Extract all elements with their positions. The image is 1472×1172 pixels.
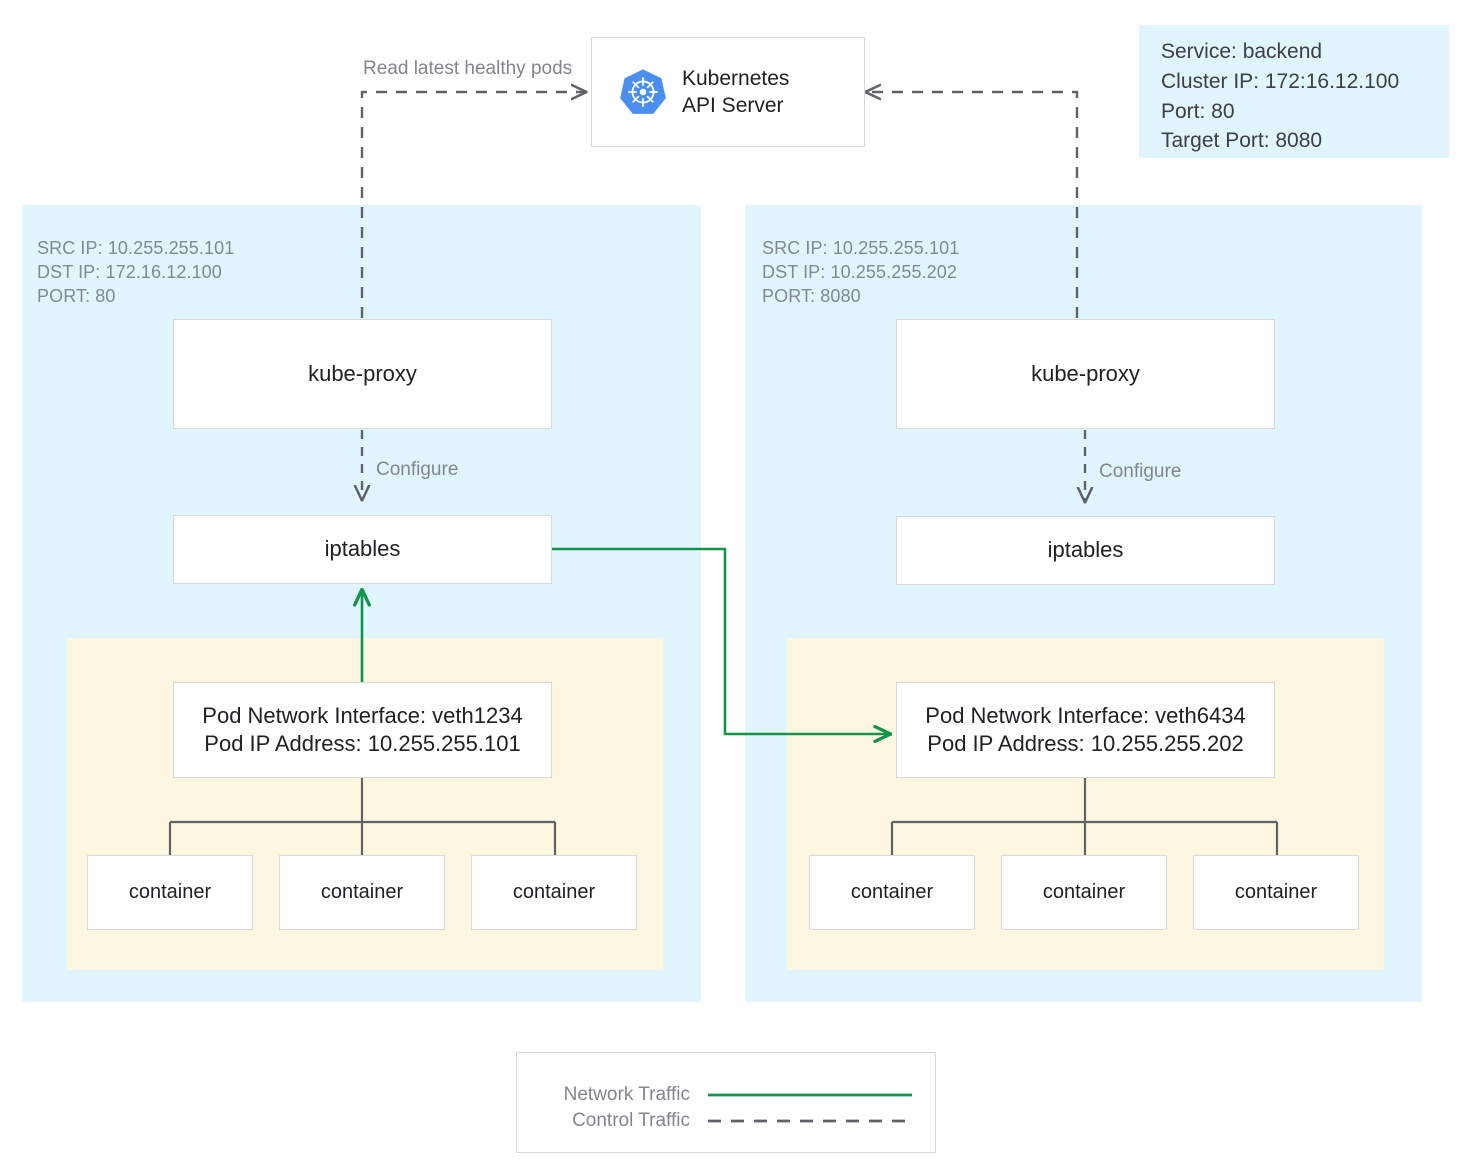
- kube-proxy-box-left[interactable]: kube-proxy: [173, 319, 552, 429]
- read-latest-healthy-pods-label: Read latest healthy pods: [363, 58, 573, 79]
- iptables-box-right[interactable]: iptables: [896, 516, 1275, 585]
- pod-network-interface-box-left[interactable]: Pod Network Interface: veth1234 Pod IP A…: [173, 682, 552, 778]
- container-label: container: [1042, 880, 1126, 903]
- legend-label-control-traffic: Control Traffic: [572, 1110, 690, 1131]
- legend-label-network-traffic: Network Traffic: [563, 1084, 690, 1105]
- kubernetes-api-server-node[interactable]: Kubernetes API Server: [591, 37, 865, 147]
- control-edge-api-to-right: [866, 92, 1079, 318]
- packet-port: PORT: 8080: [762, 285, 861, 306]
- service-name-line: Service: backend: [1161, 40, 1323, 63]
- service-info-callout: Service: backend Cluster IP: 172:16.12.1…: [1139, 25, 1449, 158]
- pod-ip-line: Pod IP Address: 10.255.255.202: [927, 731, 1244, 756]
- kubernetes-helm-icon: [620, 69, 666, 114]
- kube-proxy-label: kube-proxy: [1031, 360, 1140, 386]
- service-target-port-line: Target Port: 8080: [1161, 129, 1323, 153]
- packet-src-ip: SRC IP: 10.255.255.101: [762, 238, 960, 258]
- pod-ip-line: Pod IP Address: 10.255.255.101: [204, 731, 521, 756]
- container-label: container: [512, 880, 596, 903]
- container-box[interactable]: container: [809, 855, 975, 930]
- legend-row-control-traffic: Control Traffic: [516, 1108, 936, 1134]
- container-label: container: [850, 880, 934, 903]
- legend-swatch-network-traffic: [708, 1093, 912, 1097]
- container-label: container: [320, 880, 404, 903]
- legend-box: [516, 1052, 936, 1153]
- service-port-line: Port: 80: [1161, 99, 1235, 123]
- container-box[interactable]: container: [87, 855, 253, 930]
- container-box[interactable]: container: [1193, 855, 1359, 930]
- network-edge-iptables-left-to-pod-right: [552, 547, 890, 734]
- packet-info-left: SRC IP: 10.255.255.101 DST IP: 172.16.12…: [37, 237, 234, 309]
- pod-interface-line: Pod Network Interface: veth1234: [202, 702, 523, 728]
- packet-dst-ip: DST IP: 172.16.12.100: [37, 261, 222, 282]
- legend-row-network-traffic: Network Traffic: [516, 1082, 936, 1108]
- configure-label-right: Configure: [1099, 461, 1182, 482]
- api-server-label: Kubernetes API Server: [682, 66, 790, 117]
- legend-swatch-control-traffic: [708, 1119, 912, 1123]
- container-label: container: [128, 880, 212, 903]
- packet-info-right: SRC IP: 10.255.255.101 DST IP: 10.255.25…: [762, 237, 959, 309]
- iptables-box-left[interactable]: iptables: [173, 515, 552, 584]
- iptables-label: iptables: [324, 536, 401, 562]
- container-box[interactable]: container: [471, 855, 637, 930]
- pod-interface-line: Pod Network Interface: veth6434: [925, 702, 1246, 728]
- iptables-label: iptables: [1047, 537, 1124, 563]
- packet-port: PORT: 80: [37, 285, 116, 306]
- packet-dst-ip: DST IP: 10.255.255.202: [762, 261, 958, 282]
- container-label: container: [1234, 880, 1318, 903]
- service-cluster-ip-line: Cluster IP: 172:16.12.100: [1161, 69, 1400, 93]
- packet-src-ip: SRC IP: 10.255.255.101: [37, 238, 235, 258]
- container-box[interactable]: container: [1001, 855, 1167, 930]
- container-box[interactable]: container: [279, 855, 445, 930]
- control-edge-left-to-api: [360, 92, 586, 318]
- configure-label-left: Configure: [376, 459, 459, 480]
- kube-proxy-label: kube-proxy: [308, 360, 417, 386]
- pod-network-interface-box-right[interactable]: Pod Network Interface: veth6434 Pod IP A…: [896, 682, 1275, 778]
- kube-proxy-box-right[interactable]: kube-proxy: [896, 319, 1275, 429]
